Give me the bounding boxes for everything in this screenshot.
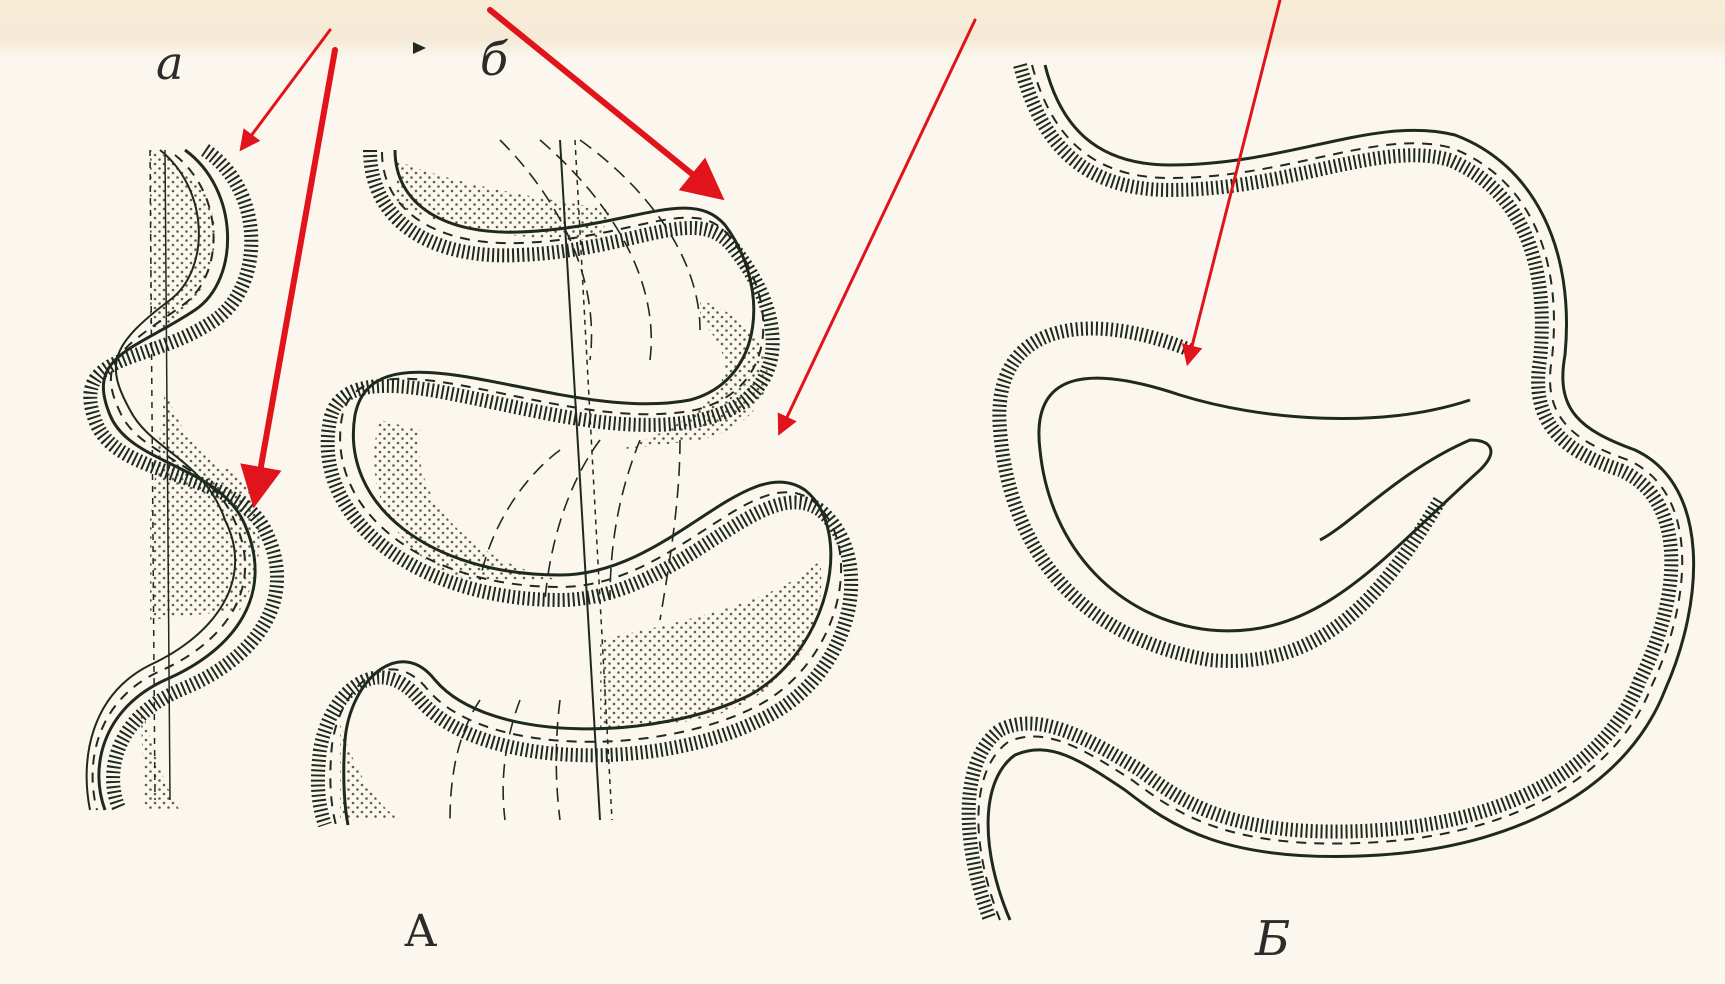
oxbow-lake-inner xyxy=(1039,378,1491,631)
point-bar-deposit xyxy=(140,700,180,810)
point-bar-deposit xyxy=(620,300,768,450)
panel-a-meander xyxy=(87,150,277,810)
river-bank-outer xyxy=(969,65,1672,920)
panel-B-meander xyxy=(969,65,1694,920)
panel-a-label: a xyxy=(156,40,183,86)
panel-B-label: Б xyxy=(1255,915,1290,963)
oxbow-lake-outer xyxy=(999,329,1440,661)
panel-b-label: б xyxy=(480,36,508,82)
small-triangle-pointer-icon xyxy=(413,42,426,54)
point-bar-deposit xyxy=(340,720,400,820)
panel-A-label: А xyxy=(404,910,437,954)
flow-line xyxy=(978,65,1682,920)
river-bank-inner xyxy=(988,65,1694,920)
panel-b-meander xyxy=(318,140,851,825)
